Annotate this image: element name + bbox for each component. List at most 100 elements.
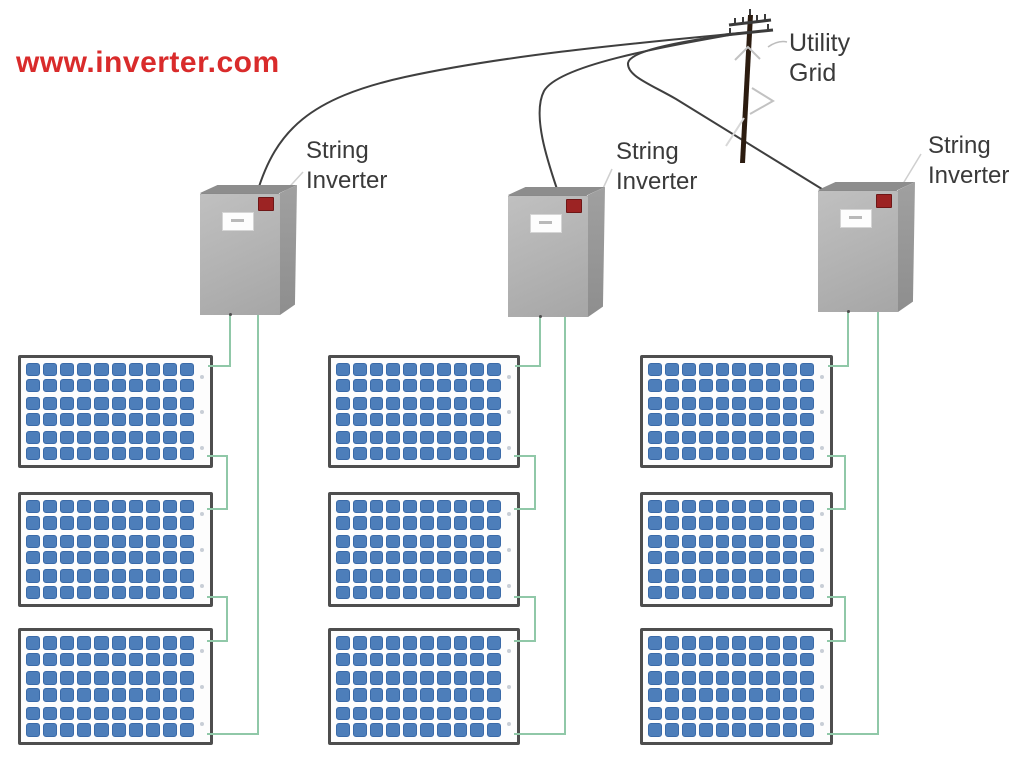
panel-cell-row-pair bbox=[648, 706, 814, 737]
pv-cell bbox=[436, 363, 451, 376]
pv-cell bbox=[369, 363, 384, 376]
pv-cell bbox=[732, 551, 747, 565]
dc-wire-panel2-to-panel3-string2 bbox=[514, 596, 536, 642]
pv-cell bbox=[698, 363, 713, 376]
panel-junction-dot bbox=[820, 445, 824, 450]
panel-cell-row-pair bbox=[336, 363, 501, 392]
pv-cell bbox=[487, 706, 501, 721]
pv-cell bbox=[369, 431, 384, 444]
pv-cell bbox=[420, 534, 434, 548]
pv-cell bbox=[403, 363, 417, 376]
pv-cell bbox=[664, 397, 679, 410]
pv-cell bbox=[681, 551, 696, 565]
pv-cell bbox=[386, 569, 401, 583]
solar-panel-1-3 bbox=[18, 628, 213, 745]
pv-cell bbox=[352, 363, 367, 376]
pv-cell bbox=[336, 636, 350, 650]
pv-cell bbox=[369, 534, 384, 548]
wire-terminal-dot bbox=[539, 315, 542, 318]
pv-cell bbox=[403, 551, 417, 565]
pv-cell bbox=[369, 397, 384, 410]
pv-cell bbox=[403, 413, 417, 426]
dc-wire-panel1-to-panel2-string3 bbox=[827, 455, 846, 510]
pv-cell bbox=[352, 671, 367, 685]
pv-cell bbox=[128, 500, 143, 514]
pv-cell bbox=[179, 534, 194, 548]
panel-junction-dot bbox=[507, 410, 511, 415]
pv-cell bbox=[26, 397, 41, 410]
pv-cell bbox=[648, 671, 662, 685]
pv-cell bbox=[145, 569, 160, 583]
pv-cell bbox=[648, 431, 662, 444]
pv-cell bbox=[732, 413, 747, 426]
pv-cell bbox=[43, 706, 58, 721]
pv-cell bbox=[766, 363, 781, 376]
pv-cell bbox=[386, 413, 401, 426]
pv-cell bbox=[800, 397, 814, 410]
pv-cell bbox=[336, 687, 350, 702]
pv-cell bbox=[800, 671, 814, 685]
pv-cell bbox=[648, 534, 662, 548]
pv-cell bbox=[681, 636, 696, 650]
pv-cell bbox=[162, 534, 177, 548]
pv-cell bbox=[783, 431, 798, 444]
inverter-top-face bbox=[508, 187, 605, 195]
pv-cell bbox=[453, 569, 468, 583]
pv-cell bbox=[369, 585, 384, 600]
panel-junction-dot bbox=[200, 722, 204, 727]
panel-cell-row-pair bbox=[26, 397, 194, 426]
pv-cell bbox=[648, 379, 662, 392]
pv-cell bbox=[715, 585, 730, 600]
pv-cell bbox=[766, 516, 781, 530]
pv-cell bbox=[128, 671, 143, 685]
panel-junction-dot bbox=[507, 548, 511, 553]
pv-cell bbox=[111, 500, 126, 514]
pv-cell bbox=[179, 516, 194, 530]
solar-panel-2-2 bbox=[328, 492, 520, 607]
pv-cell bbox=[26, 516, 41, 530]
pv-cell bbox=[26, 636, 41, 650]
pv-cell bbox=[162, 585, 177, 600]
pv-cell bbox=[698, 413, 713, 426]
utility-grid-label-line2: Grid bbox=[789, 59, 837, 87]
pv-cell bbox=[698, 585, 713, 600]
dc-wire-panel3-to-inverter-string1 bbox=[207, 315, 259, 735]
pv-cell bbox=[470, 706, 485, 721]
pv-cell bbox=[436, 706, 451, 721]
pv-cell bbox=[648, 363, 662, 376]
pv-cell bbox=[698, 636, 713, 650]
panel-cell-row-pair bbox=[26, 431, 194, 460]
panel-junction-dot bbox=[507, 512, 511, 517]
pv-cell bbox=[179, 447, 194, 460]
pv-cell bbox=[111, 447, 126, 460]
pv-cell bbox=[128, 397, 143, 410]
pv-cell bbox=[403, 687, 417, 702]
pv-cell bbox=[369, 636, 384, 650]
pv-cell bbox=[128, 363, 143, 376]
pv-cell bbox=[681, 363, 696, 376]
pv-cell bbox=[732, 636, 747, 650]
pv-cell bbox=[145, 516, 160, 530]
panel-cell-row-pair bbox=[336, 500, 501, 530]
pv-cell bbox=[664, 585, 679, 600]
pv-cell bbox=[162, 431, 177, 444]
pv-cell bbox=[470, 569, 485, 583]
pv-cell bbox=[386, 706, 401, 721]
pv-cell bbox=[111, 636, 126, 650]
pv-cell bbox=[77, 516, 92, 530]
pv-cell bbox=[783, 723, 798, 737]
pv-cell bbox=[453, 379, 468, 392]
pv-cell bbox=[766, 636, 781, 650]
pv-cell bbox=[60, 671, 75, 685]
pv-cell bbox=[487, 516, 501, 530]
pv-cell bbox=[111, 551, 126, 565]
pv-cell bbox=[162, 551, 177, 565]
pv-cell bbox=[420, 363, 434, 376]
pv-cell bbox=[453, 500, 468, 514]
pv-cell bbox=[111, 569, 126, 583]
pv-cell bbox=[94, 379, 109, 392]
pv-cell bbox=[94, 413, 109, 426]
pv-cell bbox=[420, 706, 434, 721]
utility-pole-icon bbox=[724, 9, 775, 163]
